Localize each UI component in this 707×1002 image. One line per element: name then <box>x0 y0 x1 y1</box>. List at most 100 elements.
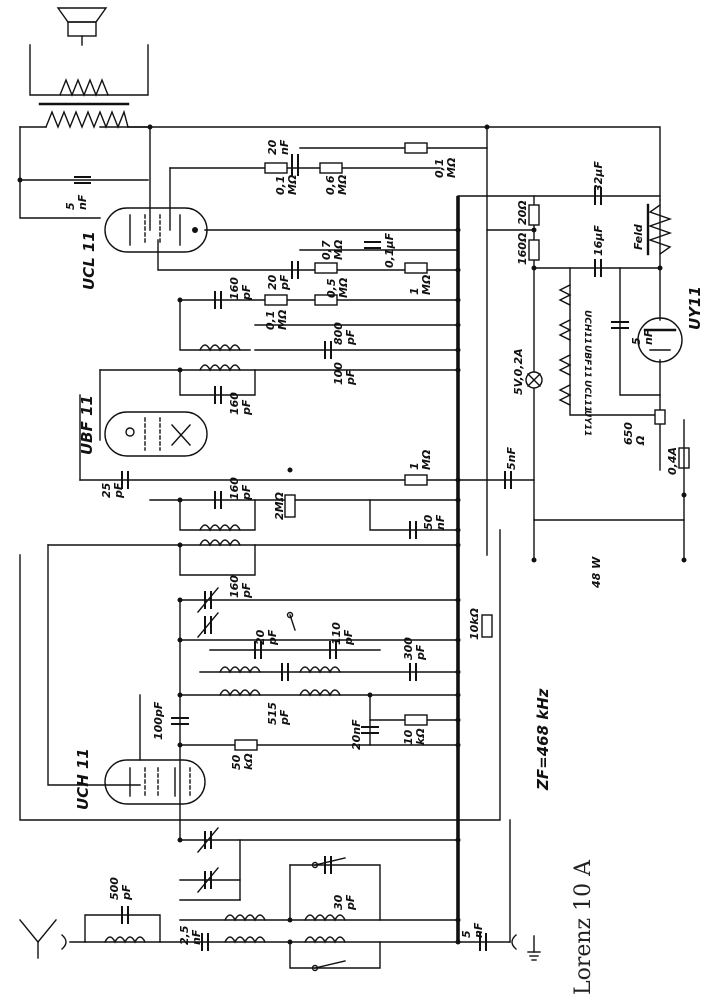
if-frequency-label: ZF=468 kHz <box>534 688 552 791</box>
trimmer-capacitors <box>197 587 219 893</box>
val-07m-unit: MΩ <box>332 240 345 260</box>
field-label: Feld <box>632 224 645 250</box>
val-25pf: 25 <box>100 482 113 498</box>
val-160pf-c: 160 <box>228 477 241 500</box>
val-20nf-top-unit: nF <box>278 139 291 155</box>
val-160pf-d-unit: pF <box>240 582 253 599</box>
val-01m-a-unit: MΩ <box>286 175 299 195</box>
schematic-caption: Lorenz 10 A <box>571 859 596 995</box>
val-10k-b: 10 <box>402 729 415 745</box>
val-5nf-ant-unit: nF <box>472 922 485 938</box>
val-110pf: 110 <box>330 622 343 645</box>
val-5nf-uy-unit: nF <box>642 329 655 345</box>
val-20pf-ucl: 20 <box>266 274 279 290</box>
val-160pf-d: 160 <box>228 575 241 598</box>
val-5nf-ucl-unit: nF <box>76 194 89 210</box>
val-5nf-ant: 5 <box>460 930 473 938</box>
val-800pf: 800 <box>332 322 345 345</box>
val-500pf-unit: pF <box>120 884 133 901</box>
val-01uf: 0,1μF <box>383 232 396 268</box>
heater-uch11: UCH11 <box>582 310 592 344</box>
ground-icon <box>511 934 541 961</box>
junctions <box>17 124 663 945</box>
val-50nf-unit: nF <box>434 514 447 530</box>
heater-uy11: UY11 <box>582 410 592 436</box>
val-20pf-ucl-unit: pF <box>278 274 291 291</box>
val-20pf-uch-unit: pF <box>266 629 279 646</box>
heater-ubf11: UBF11 <box>582 345 592 378</box>
val-16uf: 16μF <box>592 225 605 256</box>
val-1m-b-unit: MΩ <box>420 450 433 470</box>
val-650ohm-unit: Ω <box>634 436 647 446</box>
val-01m-b: 0,1 <box>433 159 446 179</box>
val-25nf-unit: nF <box>190 929 203 945</box>
val-10k-b-unit: kΩ <box>414 728 427 745</box>
val-1m-a-unit: MΩ <box>420 275 433 295</box>
val-300pf: 300 <box>402 637 415 660</box>
power-label: 48 W <box>590 556 603 589</box>
val-1m-b: 1 <box>408 462 421 470</box>
val-50k-unit: kΩ <box>242 753 255 770</box>
val-160pf-c-unit: pF <box>240 484 253 501</box>
mains-terminals <box>531 492 687 563</box>
val-50nf: 50 <box>422 514 435 530</box>
val-20ohm: 20Ω <box>516 200 529 225</box>
val-05m: 0,5 <box>325 278 338 298</box>
val-160pf-b: 160 <box>228 392 241 415</box>
val-515pf-unit: pF <box>278 709 291 726</box>
output-transformer-primary <box>45 109 129 129</box>
label-uch11: UCH 11 <box>74 748 92 810</box>
val-50k: 50 <box>230 754 243 770</box>
val-160pf-b-unit: pF <box>240 399 253 416</box>
heater-chain-labels: UCH11 UBF11 UCL11 UY11 <box>582 310 592 436</box>
val-300pf-unit: pF <box>414 644 427 661</box>
speaker-coil <box>59 78 109 97</box>
tube-labels: UCL 11 UBF 11 UCH 11 UY11 <box>74 231 704 810</box>
val-515pf: 515 <box>266 702 279 725</box>
val-160pf-a: 160 <box>228 277 241 300</box>
capacitors <box>74 154 629 951</box>
heater-chain <box>558 284 572 406</box>
val-01m-c-unit: MΩ <box>276 310 289 330</box>
val-1m-a: 1 <box>408 287 421 295</box>
val-06m: 0,6 <box>324 175 337 195</box>
antenna-icon <box>19 919 67 959</box>
val-160pf-a-unit: pF <box>240 284 253 301</box>
val-5nf-mid: 5nF <box>505 447 518 470</box>
val-07m: 0,7 <box>320 240 333 260</box>
tube-uy11 <box>637 317 683 363</box>
val-25pf-unit: pF <box>112 482 125 499</box>
val-800pf-unit: pF <box>344 329 357 346</box>
fuse-label: 0,4A <box>666 447 679 475</box>
val-160ohm: 160Ω <box>516 233 529 265</box>
val-110pf-unit: pF <box>342 629 355 646</box>
field-coil <box>647 204 673 255</box>
val-06m-unit: MΩ <box>336 175 349 195</box>
val-5nf-ucl: 5 <box>64 202 77 210</box>
val-650ohm: 650 <box>622 422 635 445</box>
band-switches <box>286 611 346 972</box>
val-20nf-uch: 20nF <box>350 719 363 750</box>
val-20pf-uch: 20 <box>254 629 267 645</box>
label-ucl11: UCL 11 <box>80 231 98 290</box>
lamp-label: 5V,0,2A <box>512 348 525 395</box>
val-30pf-unit: pF <box>344 894 357 911</box>
tube-ucl11 <box>104 207 208 253</box>
fuse <box>678 447 690 469</box>
label-uy11: UY11 <box>686 286 704 330</box>
speaker-icon <box>56 7 108 46</box>
tube-uch11 <box>104 759 206 805</box>
tube-ubf11 <box>104 411 208 457</box>
val-01m-c: 0,1 <box>264 311 277 331</box>
wiring <box>19 44 685 969</box>
val-5nf-uy: 5 <box>630 337 643 345</box>
val-100pf-a-unit: pF <box>344 369 357 386</box>
val-20nf-top: 20 <box>266 139 279 155</box>
val-10k-a: 10kΩ <box>468 608 481 640</box>
val-01m-a: 0,1 <box>274 176 287 196</box>
val-32uf: 32μF <box>592 161 605 192</box>
resistors <box>234 142 666 751</box>
label-ubf11: UBF 11 <box>78 395 96 455</box>
